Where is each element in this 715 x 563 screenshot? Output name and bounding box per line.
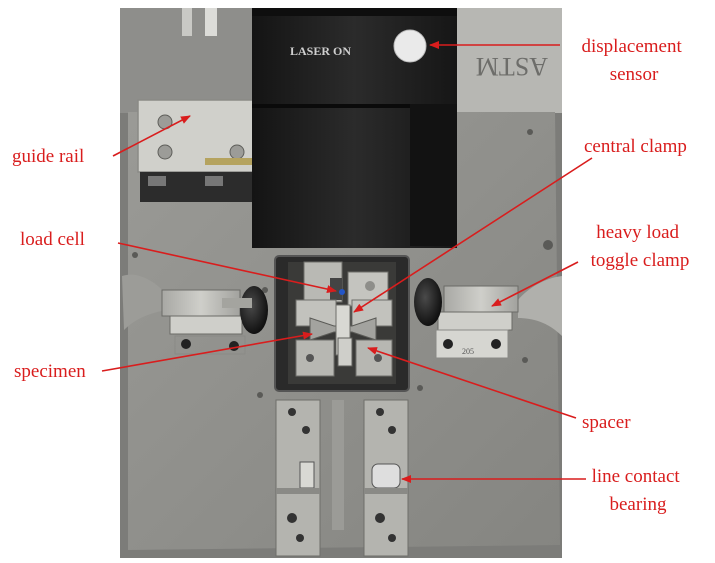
arrow-spacer: [367, 347, 577, 419]
left-toggle-clamp: [122, 274, 268, 355]
label-displacement-sensor: displacement sensor: [582, 36, 687, 85]
arrow-central-clamp: [353, 157, 593, 313]
clamp-stamp-text: 205: [462, 347, 474, 356]
bearing-blocks: [275, 399, 409, 557]
label-toggle-clamp-line2: toggle clamp: [591, 250, 690, 271]
central-clamp: [295, 271, 393, 327]
label-guide-rail: guide rail: [12, 146, 84, 167]
arrow-load-cell: [117, 242, 337, 293]
label-central-clamp: central clamp: [584, 136, 687, 157]
guide-rail-block: [137, 99, 269, 202]
sensor-laser-text: LASER ON: [290, 44, 351, 58]
label-spacer: spacer: [582, 412, 631, 433]
sensor-lens: [393, 29, 427, 63]
displacement-sensor-body: LASER ON: [252, 8, 457, 248]
rig-photo: ASTM: [120, 8, 562, 558]
background-lettering: ASTM: [476, 52, 548, 81]
bearing-roller-left: [299, 461, 315, 489]
background-right-panel: [455, 8, 562, 113]
label-displacement-sensor-line2: sensor: [610, 64, 659, 85]
arrow-guide-rail: [112, 115, 191, 157]
bearing-roller-right: [371, 463, 401, 489]
label-line-contact-bearing: line contact bearing: [592, 466, 685, 515]
label-heavy-load-toggle-clamp: heavy load toggle clamp: [591, 222, 690, 271]
label-specimen: specimen: [14, 361, 86, 382]
right-toggle-clamp: 205: [414, 276, 562, 359]
label-toggle-clamp-line1: heavy load: [596, 222, 679, 243]
annotation-labels: displacement sensor guide rail central c…: [12, 36, 689, 515]
annotation-arrows: [101, 41, 593, 483]
arrow-specimen: [101, 331, 313, 372]
load-cell: [303, 261, 345, 303]
spacer-blocks: [295, 337, 393, 377]
label-load-cell: load cell: [20, 229, 85, 250]
label-bearing-line2: bearing: [610, 494, 667, 515]
label-displacement-sensor-line1: displacement: [582, 36, 683, 57]
label-bearing-line1: line contact: [592, 466, 681, 487]
arrow-toggle-clamp: [491, 261, 579, 307]
